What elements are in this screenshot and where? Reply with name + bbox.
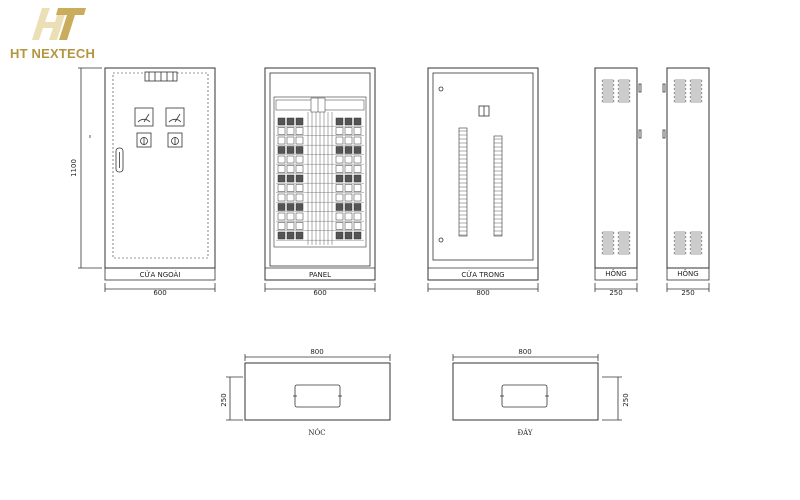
- meter-right-icon: [165, 107, 185, 127]
- meter-left-icon: [134, 107, 154, 127]
- door-handle-icon: [115, 147, 124, 173]
- side-right-label: HÔNG: [677, 269, 698, 278]
- inner-door-width-dim: 800: [476, 289, 489, 297]
- bottom-width-dim: 800: [518, 348, 531, 356]
- side-left-label: HÔNG: [605, 269, 626, 278]
- side-right-view: [662, 67, 710, 292]
- top-depth-dim: 250: [220, 393, 228, 406]
- bottom-depth-dim: 250: [622, 393, 630, 406]
- top-view-label: NÓC: [308, 428, 325, 437]
- front-view-label: CỬA NGOÀI: [140, 270, 181, 279]
- side-left-view: [594, 67, 642, 292]
- brand-logo: HT NEXTECH: [6, 4, 102, 64]
- selector-switch-right-icon: [167, 132, 183, 148]
- top-view: [226, 354, 391, 421]
- selector-switch-left-icon: [136, 132, 152, 148]
- side-right-width-dim: 250: [681, 289, 694, 297]
- panel-width-dim: 600: [313, 289, 326, 297]
- brand-name: HT NEXTECH: [10, 46, 96, 61]
- terminal-strips: [458, 127, 503, 237]
- panel-view-label: PANEL: [309, 271, 331, 279]
- panel-view: [264, 67, 376, 292]
- top-width-dim: 800: [310, 348, 323, 356]
- inner-door-label: CỬA TRONG: [461, 270, 504, 279]
- bottom-view-label: ĐÁY: [517, 428, 532, 437]
- breaker-grid: [276, 117, 364, 241]
- front-height-dim: 1100: [70, 159, 78, 177]
- ht-logo-icon: [32, 8, 86, 40]
- front-width-dim: 600: [153, 289, 166, 297]
- side-left-width-dim: 250: [609, 289, 622, 297]
- bottom-view: [452, 354, 622, 421]
- front-door-view: [78, 67, 216, 292]
- inner-door-view: [427, 67, 539, 292]
